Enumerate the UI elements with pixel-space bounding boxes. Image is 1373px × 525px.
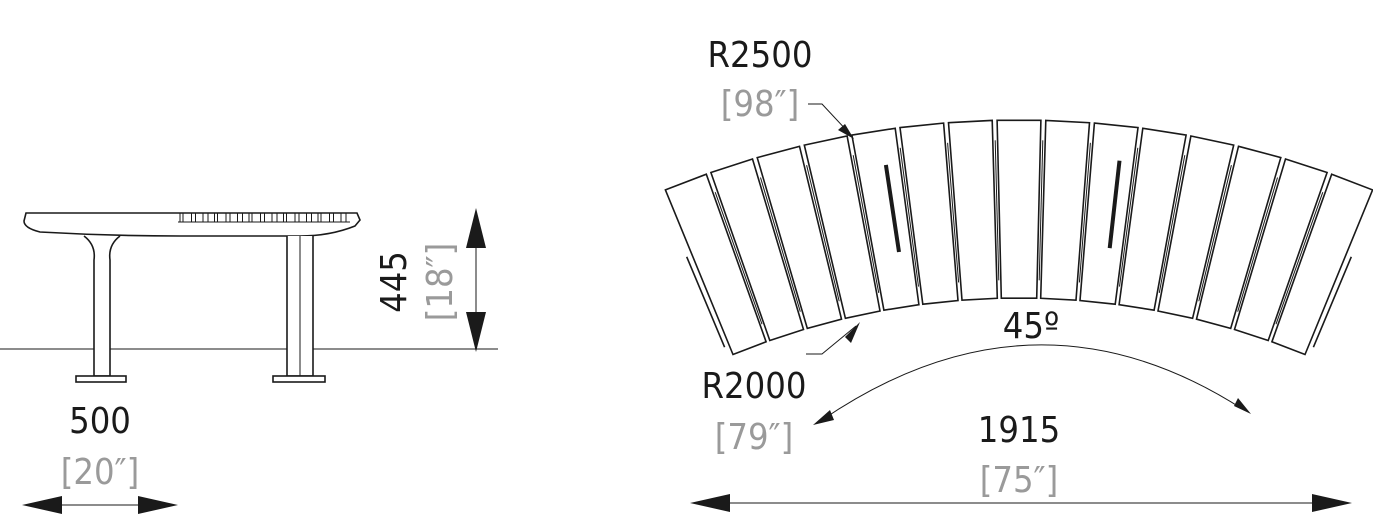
slat-support-line — [994, 140, 1000, 281]
width-dim-imperial: [20″] — [61, 452, 140, 493]
side-view: 500 [20″] 445 [18″] — [0, 208, 498, 514]
bench-slat — [1233, 157, 1329, 342]
seat-slat-groove — [260, 212, 265, 223]
bench-slat — [709, 157, 805, 342]
slat-support-line — [947, 142, 960, 283]
seat-slat-groove — [237, 212, 243, 223]
end-support-left — [685, 256, 726, 348]
angle-value: 45º — [1003, 306, 1059, 347]
seat-slat-grooves — [178, 212, 350, 223]
bench-slat — [899, 122, 959, 306]
slat-support-line — [714, 192, 763, 325]
outer-radius-value: R2500 — [708, 35, 813, 76]
seat-slat-groove — [317, 212, 322, 223]
bench-slat — [996, 119, 1042, 300]
bench-slat — [1157, 135, 1235, 320]
seat-slat-groove — [202, 212, 209, 223]
height-dim-value: 445 — [374, 251, 415, 313]
inner-radius-imperial: [79″] — [715, 417, 794, 458]
outer-radius-imperial: [98″] — [721, 84, 800, 125]
seat-slat-groove — [214, 212, 218, 223]
outer-radius-callout: R2500 [98″] — [708, 35, 854, 139]
seat-slat-groove — [225, 212, 231, 223]
length-dimension: 1915 [75″] — [690, 410, 1352, 512]
bench-slat — [1118, 127, 1188, 312]
slat-support-line — [760, 177, 801, 312]
angle-dimension: 45º — [813, 306, 1251, 425]
seat-slat-groove — [294, 212, 300, 223]
slat-support-line — [899, 147, 919, 287]
length-dim-value: 1915 — [978, 410, 1060, 451]
seat-slat-groove — [306, 212, 312, 223]
top-view: R2500 [98″] R2000 [79″] 45º 1915 [75″] — [664, 35, 1373, 512]
bench-slat — [850, 127, 920, 312]
right-foot-plate — [272, 375, 326, 383]
slat-support-line — [1237, 177, 1278, 312]
width-dimension: 500 [20″] — [22, 401, 178, 514]
bench-slat — [664, 173, 768, 356]
inner-radius-callout: R2000 [79″] — [702, 322, 860, 458]
bench-slat — [803, 135, 881, 320]
bench-slat — [1079, 122, 1139, 306]
slat-support-line — [806, 164, 840, 302]
seat-slat-groove — [248, 212, 253, 223]
left-leg — [83, 235, 121, 377]
seat-slat-groove — [329, 212, 334, 223]
slat-support-line — [1078, 142, 1091, 283]
height-dim-imperial: [18″] — [420, 243, 461, 322]
frame-beam — [883, 164, 901, 253]
slat-support-line — [852, 155, 880, 293]
left-foot-plate — [75, 375, 127, 383]
slat-support-line — [1119, 147, 1139, 287]
bench-slat — [947, 119, 999, 302]
bench-slat — [1195, 145, 1282, 330]
inner-radius-value: R2000 — [702, 366, 807, 407]
height-dimension: 445 [18″] — [374, 208, 486, 352]
seat-slat-groove — [271, 212, 278, 223]
bench-slat — [1039, 119, 1091, 302]
seat-slat-groove — [179, 212, 184, 223]
seat-slat-groove — [283, 212, 287, 223]
bench-slat — [1270, 173, 1373, 356]
bench-slat — [756, 145, 843, 330]
slat-support-line — [1198, 164, 1232, 302]
width-dim-value: 500 — [69, 401, 131, 442]
end-support-right — [1312, 256, 1353, 348]
length-dim-imperial: [75″] — [980, 460, 1059, 501]
slat-support-line — [1158, 155, 1186, 293]
slat-support-line — [1275, 192, 1324, 325]
seat-slat-groove — [191, 212, 196, 223]
seat-profile — [23, 212, 361, 237]
curved-bench-slats — [664, 119, 1373, 356]
seat-slat-groove — [340, 212, 347, 223]
slat-support-line — [1038, 140, 1044, 281]
frame-beam — [1107, 160, 1122, 249]
